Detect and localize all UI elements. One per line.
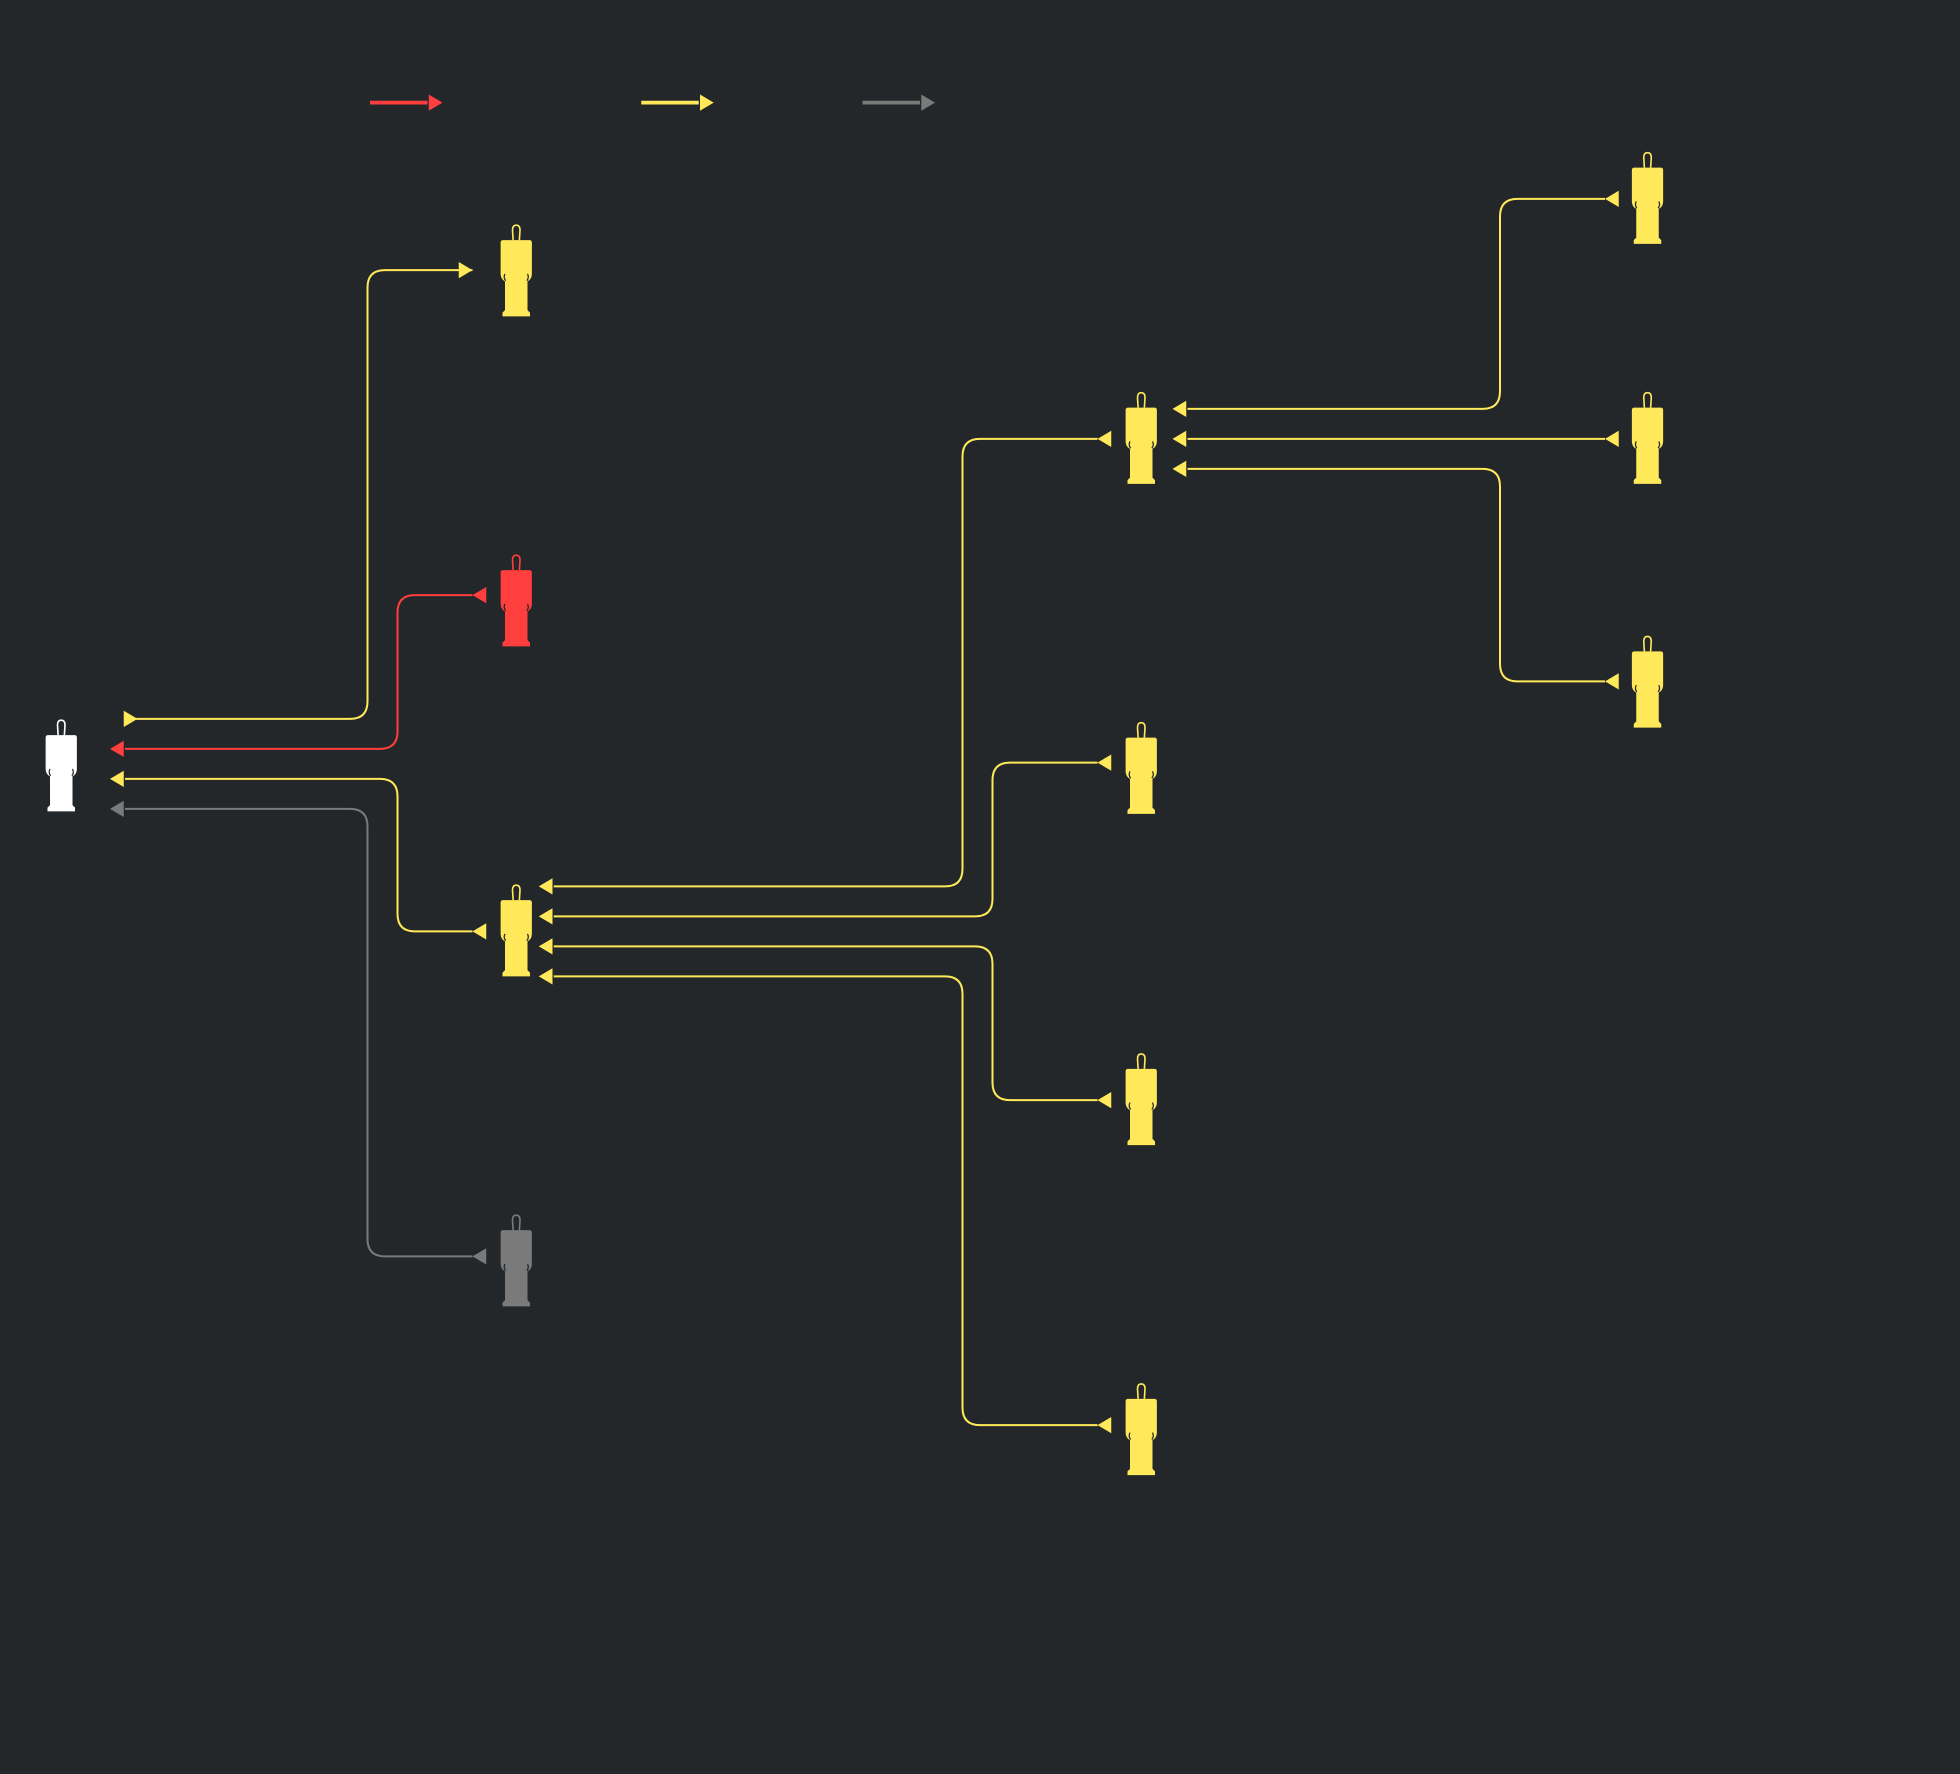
node-a[interactable] bbox=[500, 224, 532, 317]
arrow-tail-icon bbox=[1097, 1092, 1112, 1109]
edge-e-c bbox=[538, 430, 1112, 895]
node-k[interactable] bbox=[1631, 635, 1664, 728]
node-c[interactable] bbox=[500, 884, 532, 977]
node-e[interactable] bbox=[1125, 391, 1157, 484]
person-icon bbox=[500, 1214, 532, 1307]
edge-line bbox=[553, 975, 1098, 1427]
arrow-head-icon bbox=[538, 878, 553, 895]
arrow-tail-icon bbox=[1605, 673, 1619, 690]
arrow-tail-icon bbox=[123, 710, 138, 727]
edge-root-a bbox=[123, 262, 473, 727]
edge-d-root bbox=[110, 800, 487, 1265]
node-root[interactable] bbox=[45, 719, 77, 812]
person-icon bbox=[1125, 1383, 1157, 1476]
person-icon bbox=[1125, 1053, 1157, 1146]
edge-b-root bbox=[110, 587, 487, 757]
person-icon bbox=[500, 554, 532, 647]
edge-line bbox=[1187, 467, 1605, 683]
node-d[interactable] bbox=[500, 1214, 532, 1307]
edge-line bbox=[125, 807, 473, 1258]
node-g[interactable] bbox=[1125, 1053, 1157, 1146]
edge-line bbox=[125, 777, 473, 933]
person-icon bbox=[1631, 635, 1664, 728]
arrow-tail-icon bbox=[1097, 1417, 1112, 1434]
person-icon bbox=[1125, 391, 1157, 484]
node-j[interactable] bbox=[1631, 391, 1664, 484]
person-icon bbox=[500, 224, 532, 317]
arrow-head-icon bbox=[1172, 400, 1187, 417]
edge-k-e bbox=[1172, 460, 1619, 690]
arrow-right-icon bbox=[921, 94, 935, 111]
arrow-head-icon bbox=[538, 938, 553, 955]
node-b[interactable] bbox=[500, 554, 532, 647]
person-icon bbox=[500, 884, 532, 977]
edge-h-c bbox=[538, 968, 1112, 1434]
person-icon bbox=[1631, 151, 1664, 244]
arrow-head-icon bbox=[458, 262, 473, 279]
edge-line bbox=[553, 437, 1098, 888]
legend-item-red bbox=[370, 94, 443, 111]
edge-j-e bbox=[1172, 430, 1619, 447]
edge-g-c bbox=[538, 938, 1112, 1109]
legend-item-yellow bbox=[641, 94, 714, 111]
arrow-tail-icon bbox=[472, 587, 487, 604]
arrow-head-icon bbox=[538, 968, 553, 985]
edge-line bbox=[1187, 197, 1605, 410]
legend-item-gray bbox=[862, 94, 935, 111]
arrow-head-icon bbox=[110, 740, 124, 757]
arrow-head-icon bbox=[1172, 460, 1187, 477]
node-h[interactable] bbox=[1125, 1383, 1157, 1476]
edge-f-c bbox=[538, 754, 1112, 925]
node-i[interactable] bbox=[1631, 151, 1664, 244]
edge-line bbox=[125, 269, 473, 720]
nodes bbox=[45, 151, 1664, 1476]
legend bbox=[370, 94, 935, 111]
arrow-tail-icon bbox=[1605, 190, 1619, 207]
arrow-tail-icon bbox=[1097, 754, 1112, 771]
person-icon bbox=[1631, 391, 1664, 484]
edge-c-root bbox=[110, 770, 487, 940]
arrow-head-icon bbox=[110, 770, 124, 787]
arrow-head-icon bbox=[1172, 430, 1187, 447]
arrow-right-icon bbox=[428, 94, 443, 111]
edge-i-e bbox=[1172, 190, 1619, 417]
arrow-head-icon bbox=[538, 908, 553, 925]
arrow-tail-icon bbox=[472, 923, 487, 940]
arrow-head-icon bbox=[110, 800, 124, 817]
node-f[interactable] bbox=[1125, 721, 1157, 814]
person-icon bbox=[1125, 721, 1157, 814]
edge-line bbox=[553, 945, 1098, 1102]
edges bbox=[110, 190, 1619, 1434]
arrow-tail-icon bbox=[1097, 430, 1112, 447]
arrow-right-icon bbox=[700, 94, 714, 111]
arrow-tail-icon bbox=[472, 1248, 487, 1265]
edge-line bbox=[553, 761, 1098, 918]
edge-line bbox=[125, 594, 473, 750]
arrow-tail-icon bbox=[1605, 430, 1619, 447]
person-icon bbox=[45, 719, 77, 812]
